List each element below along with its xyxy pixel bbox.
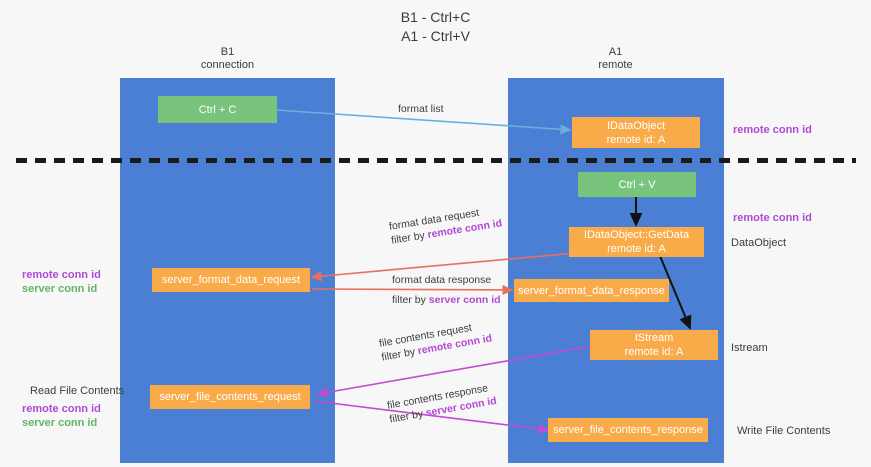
box-ctrl-c-label: Ctrl + C (198, 103, 237, 116)
box-ctrl-v[interactable]: Ctrl + V (578, 172, 696, 197)
box-getdata-line-2: remote id: A (607, 243, 666, 255)
phase-divider (16, 158, 856, 163)
swimlane-a1-sub: remote (598, 59, 633, 71)
box-server-file-contents-response[interactable]: server_file_contents_response (548, 418, 708, 442)
box-istream[interactable]: IStream remote id: A (590, 330, 718, 360)
annotation-read-file-contents-text: Read File Contents (30, 385, 125, 397)
box-server-file-contents-request-label: server_file_contents_request (159, 391, 301, 403)
page-title-line-2: A1 - Ctrl+V (401, 28, 470, 44)
swimlane-b1-name: B1 (220, 46, 235, 58)
box-idataobject-line-1: IDataObject (606, 119, 666, 132)
annotation-left-conn-ids: remote conn id server conn id (22, 268, 101, 296)
box-server-file-contents-response-label: server_file_contents_response (553, 424, 703, 436)
annotation-left-conn-ids-2: remote conn id server conn id (22, 402, 101, 430)
page-title-line-1: B1 - Ctrl+C (400, 9, 471, 25)
annotation-left-remote-conn-id: remote conn id (22, 269, 101, 281)
box-server-format-data-response-label: server_format_data_response (518, 284, 665, 297)
box-ctrl-v-label: Ctrl + V (618, 178, 656, 191)
edge-label-format-list-text: format list (398, 103, 444, 115)
annotation-right-write-file-contents-text: Write File Contents (737, 425, 831, 437)
edge-label-file-contents-response: file contents response filter by server … (386, 380, 498, 426)
box-idataobject-getdata[interactable]: IDataObject::GetData remote id: A (569, 227, 704, 257)
annotation-right-remote-conn-id-mid-text: remote conn id (733, 212, 812, 224)
annotation-right-istream-text: Istream (731, 342, 768, 354)
box-server-file-contents-request[interactable]: server_file_contents_request (150, 385, 310, 409)
box-istream-line-2: remote id: A (624, 346, 684, 358)
box-server-format-data-request[interactable]: server_format_data_request (152, 268, 310, 292)
filter-value-server-conn-id: server conn id (428, 294, 501, 306)
edge-label-format-data-response: format data response filter by server co… (392, 273, 501, 307)
box-istream-line-1: IStream (634, 332, 674, 344)
annotation-right-remote-conn-id-top: remote conn id (733, 123, 812, 137)
annotation-right-istream: Istream (731, 341, 768, 355)
swimlane-b1-title: B1 connection (120, 46, 335, 72)
edge-label-format-data-request: format data request filter by remote con… (388, 202, 503, 247)
page-title: B1 - Ctrl+C A1 - Ctrl+V (0, 8, 871, 46)
edge-label-format-data-response-text: format data response (392, 274, 492, 286)
swimlane-b1-sub: connection (200, 59, 255, 71)
box-server-format-data-response[interactable]: server_format_data_response (514, 279, 669, 302)
annotation-right-remote-conn-id-mid: remote conn id (733, 211, 812, 225)
box-ctrl-c[interactable]: Ctrl + C (158, 96, 277, 123)
swimlane-a1-title: A1 remote (508, 46, 723, 72)
annotation-right-dataobject-text: DataObject (731, 237, 787, 249)
box-idataobject-line-2: remote id: A (606, 133, 666, 146)
edge-label-format-list: format list (398, 102, 444, 116)
filter-prefix: filter by (392, 294, 429, 306)
box-idataobject[interactable]: IDataObject remote id: A (572, 117, 700, 148)
annotation-read-file-contents: Read File Contents (30, 384, 124, 398)
box-getdata-line-1: IDataObject::GetData (583, 229, 690, 241)
annotation-left-server-conn-id: server conn id (22, 283, 98, 295)
edge-label-format-data-response-filter: filter by server conn id (392, 293, 501, 307)
swimlane-a1-name: A1 (608, 46, 623, 58)
edge-label-file-contents-request: file contents request filter by remote c… (378, 318, 493, 365)
box-server-format-data-request-label: server_format_data_request (161, 274, 301, 286)
annotation-left-server-conn-id-2: server conn id (22, 417, 98, 429)
annotation-right-dataobject: DataObject (731, 236, 786, 250)
annotation-right-remote-conn-id-top-text: remote conn id (733, 124, 812, 136)
annotation-left-remote-conn-id-2: remote conn id (22, 403, 101, 415)
annotation-right-write-file-contents: Write File Contents (737, 424, 830, 438)
